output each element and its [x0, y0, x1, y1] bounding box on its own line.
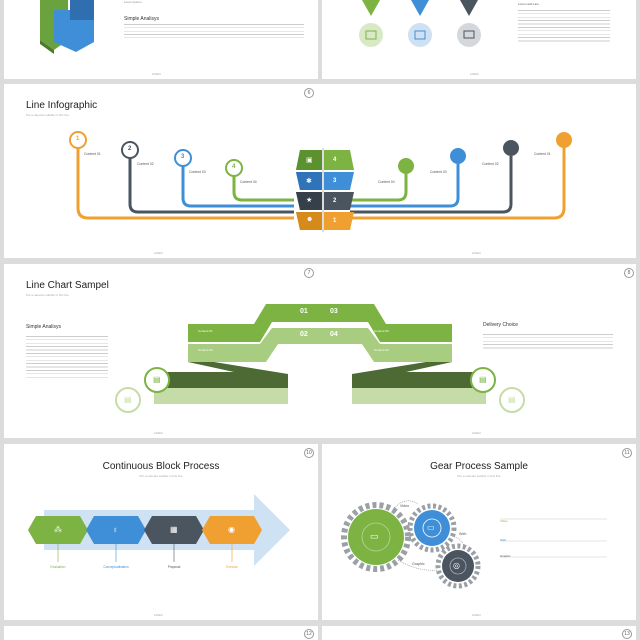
molecule-icon: ⁂	[54, 525, 62, 534]
slide1-footer: LOGO	[152, 72, 161, 76]
block-slide-number: 10	[304, 448, 314, 458]
right-paragraph	[483, 334, 613, 350]
step-2-number: 2	[128, 146, 132, 152]
step-4-number: 4	[232, 164, 236, 170]
label-03: 03	[330, 308, 338, 315]
slide1-paragraph	[124, 24, 304, 38]
line-chart-graphic	[115, 304, 525, 413]
gear-label-graphic: Graphic	[412, 562, 425, 566]
bottom-slide-number-2: 13	[622, 629, 632, 639]
stack-2: 2	[333, 198, 337, 204]
block-title: Continuous Block Process	[102, 461, 220, 472]
slide1-heading: Simple Analisys	[124, 16, 160, 22]
slide2-footer: LOGO	[470, 72, 479, 76]
stack-4: 4	[333, 157, 337, 163]
gear-subtitle: Put a relevant subtitle in this line	[457, 474, 501, 478]
step-evaluation: Evaluation	[50, 565, 66, 569]
left-content-1: Content 01	[84, 152, 101, 156]
star-icon: ★	[306, 197, 313, 204]
slide-gear-process[interactable]: Gear Process Sample Put a relevant subti…	[322, 444, 636, 620]
slide-number-2: 7	[304, 268, 314, 278]
block-process-graphic	[28, 494, 290, 566]
label-02: 02	[300, 331, 308, 338]
video-icon: ▭	[370, 531, 379, 541]
person-icon: ☻	[306, 216, 314, 223]
step-3-number: 3	[181, 154, 185, 160]
footer-4: LOGO	[472, 431, 481, 435]
left-heading: Simple Analisys	[26, 324, 62, 330]
slide-line-infographic[interactable]: Line Infographic Put a relevant subtitle…	[4, 84, 636, 258]
block-subtitle: Put a relevant subtitle in this line	[139, 474, 183, 478]
gear-title: Gear Process Sample	[430, 461, 528, 472]
slide-number-3: 8	[624, 268, 634, 278]
right-content-3: Content 03	[430, 170, 447, 174]
monitor-icon: ▭	[427, 523, 435, 532]
slide-2[interactable]: Lorem and Line LOGO	[322, 0, 636, 79]
right-heading: Delivery Choice	[483, 322, 519, 328]
slide-1[interactable]: Simple Analisys Lorem Ipsum LOGO	[4, 0, 318, 79]
step-proposal: Proposal	[167, 565, 181, 569]
clipboard-icon-right: ▤	[479, 375, 487, 384]
left-content-2: Content 02	[137, 162, 154, 166]
briefcase-icon: ▦	[170, 525, 178, 534]
page-title: Line Infographic	[26, 100, 98, 111]
clipboard-icon: ▤	[153, 375, 161, 384]
right-content-4: Content 04	[378, 180, 395, 184]
footer-right: LOGO	[472, 251, 481, 255]
triangle-icons-graphic	[359, 0, 481, 47]
slide2-paragraph	[518, 10, 610, 44]
page-title-2: Line Chart Sampel	[26, 280, 109, 291]
slide-continuous-block[interactable]: Continuous Block Process Put a relevant …	[4, 444, 318, 620]
document-icon: ▤	[124, 395, 132, 404]
gear-slide-number: 11	[622, 448, 632, 458]
content-02: Content 02	[198, 348, 213, 352]
document-icon-right: ▤	[508, 395, 516, 404]
legend-web: Web	[500, 538, 507, 542]
footer-3: LOGO	[154, 431, 163, 435]
legend-video: Video	[500, 519, 508, 523]
desk-icon: ▣	[306, 157, 313, 164]
stack-3: 3	[333, 178, 337, 184]
step-conceptualisation: Conceptualisation	[103, 565, 129, 569]
gear-label-web: Web	[459, 532, 467, 536]
footer-5: LOGO	[154, 613, 163, 617]
slide-bottom-right[interactable]: 13	[322, 626, 636, 640]
line-infographic-graphic	[69, 131, 572, 232]
content-01: Content 01	[198, 329, 213, 333]
left-content-4: Content 04	[240, 180, 257, 184]
gear-graphic	[341, 500, 607, 589]
footer-6: LOGO	[472, 613, 481, 617]
page-subtitle: Put a relevant subtitle in this line	[26, 113, 70, 117]
gear-icon: ✱	[306, 178, 312, 185]
slide-line-chart[interactable]: Line Chart Sampel Put a relevant subtitl…	[4, 264, 636, 438]
left-paragraph	[26, 336, 108, 378]
lightbulb-icon: ♁	[112, 525, 118, 534]
footer: LOGO	[154, 251, 163, 255]
content-04: Content 04	[374, 348, 389, 352]
page-subtitle-2: Put a relevant subtitle in this line	[26, 293, 70, 297]
step-1-number: 1	[76, 136, 80, 142]
eye-icon: ◉	[228, 525, 235, 534]
right-content-2: Content 02	[482, 162, 499, 166]
step-execute: Execute	[226, 565, 238, 569]
bottom-slide-number-1: 12	[304, 629, 314, 639]
label-01: 01	[300, 308, 308, 315]
content-03: Content 03	[374, 329, 389, 333]
stack-1: 1	[333, 218, 337, 224]
slide-number: 6	[304, 88, 314, 98]
right-content-1: Content 01	[534, 152, 551, 156]
gear-label-video: Video	[400, 504, 410, 508]
legend-graphic: Graphic	[500, 554, 511, 558]
slide1-col-label: Lorem Ipsum	[124, 0, 142, 4]
cube-graphic	[40, 0, 94, 54]
target-icon: ◎	[453, 561, 460, 570]
slide-bottom-left[interactable]: 12	[4, 626, 318, 640]
slide2-label: Lorem and Line	[518, 2, 539, 6]
label-04: 04	[330, 331, 338, 338]
left-content-3: Content 03	[189, 170, 206, 174]
